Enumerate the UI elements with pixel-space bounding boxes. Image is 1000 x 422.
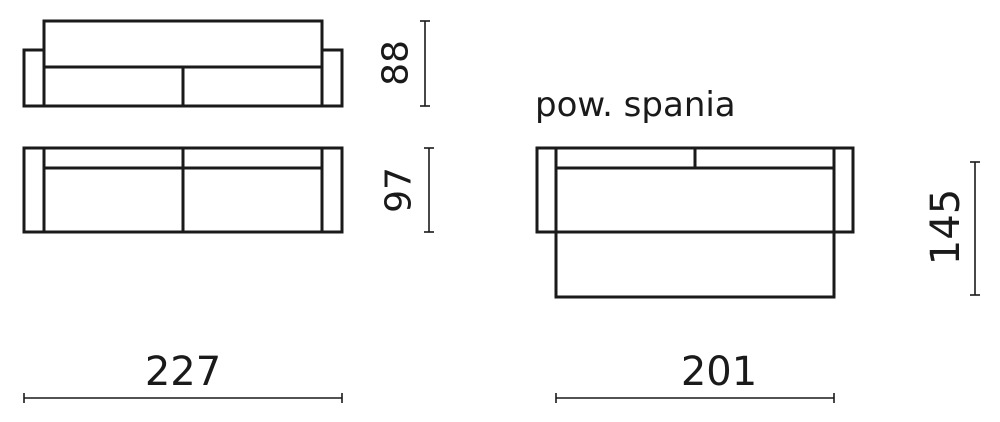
top-depth-dimension: 97 xyxy=(379,147,434,233)
bed-extension xyxy=(554,230,836,299)
bed-width-dimension: 201 xyxy=(555,349,835,403)
bed-depth-label: 145 xyxy=(923,189,969,265)
bed-width-label: 201 xyxy=(681,349,757,395)
bed-depth-dimension: 145 xyxy=(923,161,980,296)
top-view xyxy=(22,146,344,234)
top-width-label: 227 xyxy=(145,349,221,395)
front-left-armrest xyxy=(22,48,46,108)
front-right-armrest xyxy=(320,48,344,108)
top-depth-label: 97 xyxy=(379,167,420,213)
front-view xyxy=(22,19,344,108)
sleeping-area-caption: pow. spania xyxy=(535,85,736,125)
front-backrest xyxy=(42,19,324,69)
top-width-dimension: 227 xyxy=(23,349,343,403)
front-height-dimension: 88 xyxy=(376,20,430,107)
front-height-label: 88 xyxy=(376,40,417,86)
bed-view xyxy=(535,146,855,299)
